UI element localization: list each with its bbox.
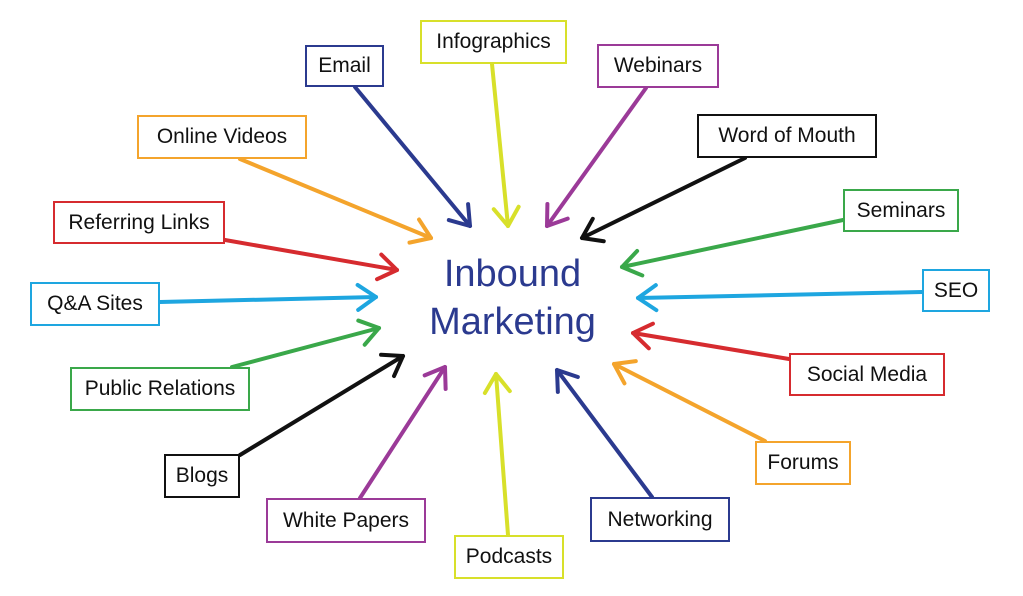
node-referring-links: Referring Links — [53, 201, 225, 244]
arrow-head — [555, 368, 580, 394]
arrow-head — [636, 283, 659, 313]
node-label: Word of Mouth — [718, 124, 856, 147]
arrow-seminars — [620, 218, 845, 278]
node-networking: Networking — [590, 497, 730, 542]
arrow-seo — [636, 283, 924, 313]
arrow-head — [356, 318, 381, 347]
arrow-shaft — [353, 85, 472, 228]
arrow-shaft — [494, 372, 510, 537]
node-online-videos: Online Videos — [137, 115, 307, 159]
arrow-networking — [555, 368, 654, 499]
arrow-head — [631, 321, 655, 351]
center-title-line2: Marketing — [429, 301, 596, 343]
node-label: Networking — [607, 507, 713, 531]
node-podcasts: Podcasts — [454, 535, 564, 579]
arrow-shaft — [238, 157, 433, 240]
arrow-shaft — [238, 354, 405, 457]
arrow-podcasts — [482, 372, 512, 537]
arrow-shaft — [490, 62, 510, 228]
node-label: Podcasts — [465, 545, 553, 568]
arrow-blogs — [238, 352, 405, 457]
arrow-shaft — [580, 156, 747, 240]
node-forums: Forums — [755, 441, 851, 485]
arrow-webinars — [545, 86, 648, 228]
arrow-head — [580, 216, 606, 244]
node-label: White Papers — [282, 508, 410, 532]
node-public-relations: Public Relations — [70, 367, 250, 411]
node-label: Email — [318, 54, 371, 77]
arrow-forums — [612, 359, 767, 443]
node-social-media: Social Media — [789, 353, 945, 396]
node-label: Blogs — [175, 464, 229, 487]
node-qa-sites: Q&A Sites — [30, 282, 160, 326]
center-title-line1: Inbound — [443, 253, 582, 295]
arrow-referring-links — [223, 238, 399, 282]
arrow-shaft — [612, 362, 767, 443]
node-label: Q&A Sites — [47, 292, 143, 315]
node-label: Seminars — [856, 198, 946, 222]
arrow-public-relations — [230, 318, 381, 369]
arrow-head — [355, 282, 378, 312]
arrow-head — [491, 204, 521, 228]
arrow-head — [407, 217, 433, 245]
node-infographics: Infographics — [420, 20, 567, 64]
arrow-qa-sites — [158, 282, 378, 312]
node-webinars: Webinars — [597, 44, 719, 88]
arrow-email — [353, 85, 472, 228]
arrow-word-of-mouth — [580, 156, 747, 244]
node-label: Forums — [767, 451, 839, 474]
node-email: Email — [305, 45, 384, 87]
arrow-online-videos — [238, 157, 433, 245]
arrow-head — [422, 365, 448, 391]
arrow-shaft — [230, 326, 381, 369]
arrow-shaft — [158, 295, 378, 304]
arrow-shaft — [636, 290, 924, 300]
arrow-head — [612, 359, 638, 386]
node-blogs: Blogs — [164, 454, 240, 498]
arrow-head — [379, 352, 405, 379]
node-seo: SEO — [922, 269, 990, 312]
node-seminars: Seminars — [843, 189, 959, 232]
arrow-shaft — [631, 331, 791, 361]
arrow-head — [482, 372, 512, 395]
node-label: Infographics — [436, 30, 551, 53]
node-label: Referring Links — [68, 210, 210, 234]
node-label: Webinars — [613, 54, 703, 77]
node-label: Public Relations — [84, 377, 236, 400]
arrow-shaft — [223, 238, 399, 272]
center-title: Inbound Marketing — [400, 250, 625, 346]
arrow-shaft — [545, 86, 648, 228]
arrow-shaft — [555, 368, 654, 499]
arrow-head — [545, 202, 570, 228]
arrow-social-media — [631, 321, 791, 361]
arrow-shaft — [358, 365, 447, 500]
arrow-white-papers — [358, 365, 448, 500]
node-label: SEO — [933, 278, 979, 302]
arrow-head — [446, 202, 472, 228]
arrow-head — [375, 252, 399, 282]
node-label: Social Media — [806, 362, 928, 386]
node-label: Online Videos — [156, 125, 288, 148]
arrow-shaft — [620, 218, 845, 269]
arrow-head — [620, 249, 645, 278]
arrow-infographics — [490, 62, 521, 228]
node-word-of-mouth: Word of Mouth — [697, 114, 877, 158]
node-white-papers: White Papers — [266, 498, 426, 543]
